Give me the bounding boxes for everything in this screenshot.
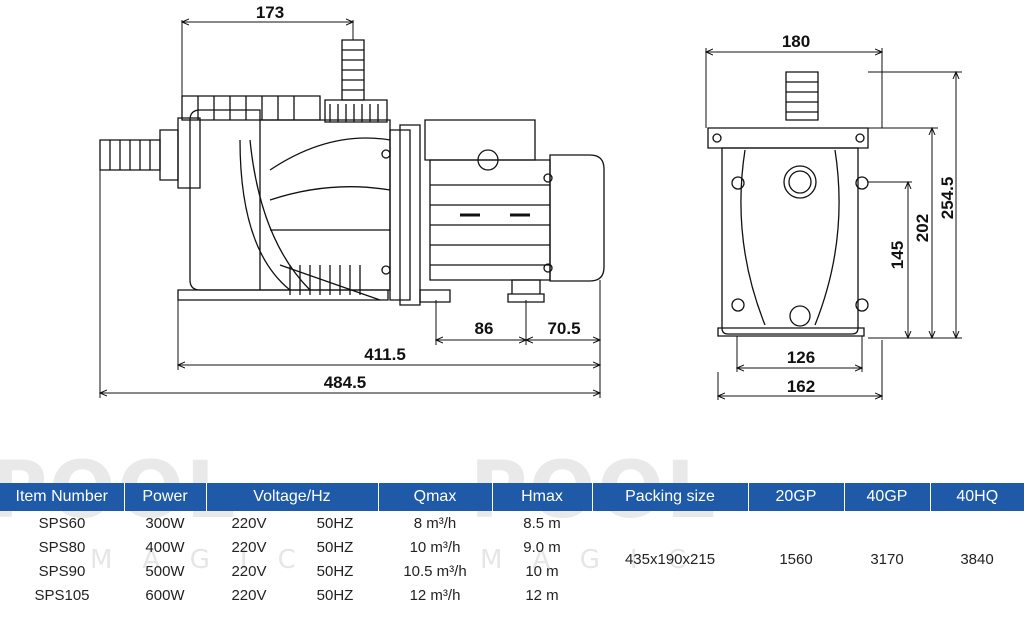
cell-20gp: 1560 [779,550,813,568]
cell-voltage: 220V [231,538,267,556]
dim-label-126: 126 [787,348,815,367]
header-40gp: 40GP [844,483,931,511]
cell-hmax: 9.0 m [523,538,561,556]
pump-side-view [99,39,605,306]
cell-qmax: 8 m³/h [413,514,457,532]
cell-hz: 50HZ [316,586,354,604]
dim-label-86: 86 [475,319,494,338]
dim-label-180: 180 [782,32,810,51]
header-40hq: 40HQ [930,483,1024,511]
dim-label-411-5: 411.5 [364,345,406,364]
cell-item: SPS80 [38,538,86,556]
header-voltage: Voltage/Hz [206,483,379,511]
cell-packing-size: 435x190x215 [624,550,716,568]
dim-label-202: 202 [913,214,932,242]
cell-item: SPS60 [38,514,86,532]
header-20gp: 20GP [748,483,845,511]
cell-item: SPS105 [34,586,90,604]
dim-label-70-5: 70.5 [547,319,580,338]
cell-voltage: 220V [231,586,267,604]
cell-voltage: 220V [231,562,267,580]
cell-voltage: 220V [231,514,267,532]
header-hmax: Hmax [492,483,593,511]
dim-label-145: 145 [888,241,907,269]
header-item-number: Item Number [0,483,125,511]
dim-label-162: 162 [787,377,815,396]
table-row: SPS60 300W 220V 50HZ 8 m³/h 8.5 m 435x19… [0,511,1024,568]
cell-hz: 50HZ [316,514,354,532]
cell-item: SPS90 [38,562,86,580]
cell-power: 300W [145,514,185,532]
spec-table-header: Item Number Power Voltage/Hz Qmax Hmax P… [0,483,1024,511]
cell-40hq: 3840 [960,550,994,568]
table-row: SPS80 400W 220V 50HZ 10 m³/h 9.0 m [0,535,1024,559]
cell-qmax: 10.5 m³/h [403,562,467,580]
pump-technical-drawing: 173 180 254.5 202 145 86 70.5 411.5 484.… [0,3,962,400]
pump-front-view [707,71,869,337]
cell-hmax: 8.5 m [523,514,561,532]
cell-hz: 50HZ [316,538,354,556]
table-row: SPS90 500W 220V 50HZ 10.5 m³/h 10 m [0,559,1024,583]
header-packing-size: Packing size [592,483,749,511]
cell-power: 500W [145,562,185,580]
dim-label-173: 173 [256,3,284,22]
header-power: Power [124,483,207,511]
cell-qmax: 12 m³/h [409,586,461,604]
cell-qmax: 10 m³/h [409,538,461,556]
watermark-magic-left: MAGIC [90,545,326,575]
table-row: SPS105 600W 220V 50HZ 12 m³/h 12 m [0,583,1024,607]
cell-hz: 50HZ [316,562,354,580]
cell-hmax: 10 m [525,562,559,580]
dimension-lines [100,20,962,400]
dim-label-254-5: 254.5 [938,177,957,220]
cell-40gp: 3170 [870,550,904,568]
dim-label-484-5: 484.5 [324,373,367,392]
cell-hmax: 12 m [525,586,559,604]
spec-table: Item Number Power Voltage/Hz Qmax Hmax P… [0,483,1024,607]
cell-power: 600W [145,586,185,604]
cell-power: 400W [145,538,185,556]
watermark-magic-right: MAGIC [480,545,716,575]
header-qmax: Qmax [378,483,493,511]
